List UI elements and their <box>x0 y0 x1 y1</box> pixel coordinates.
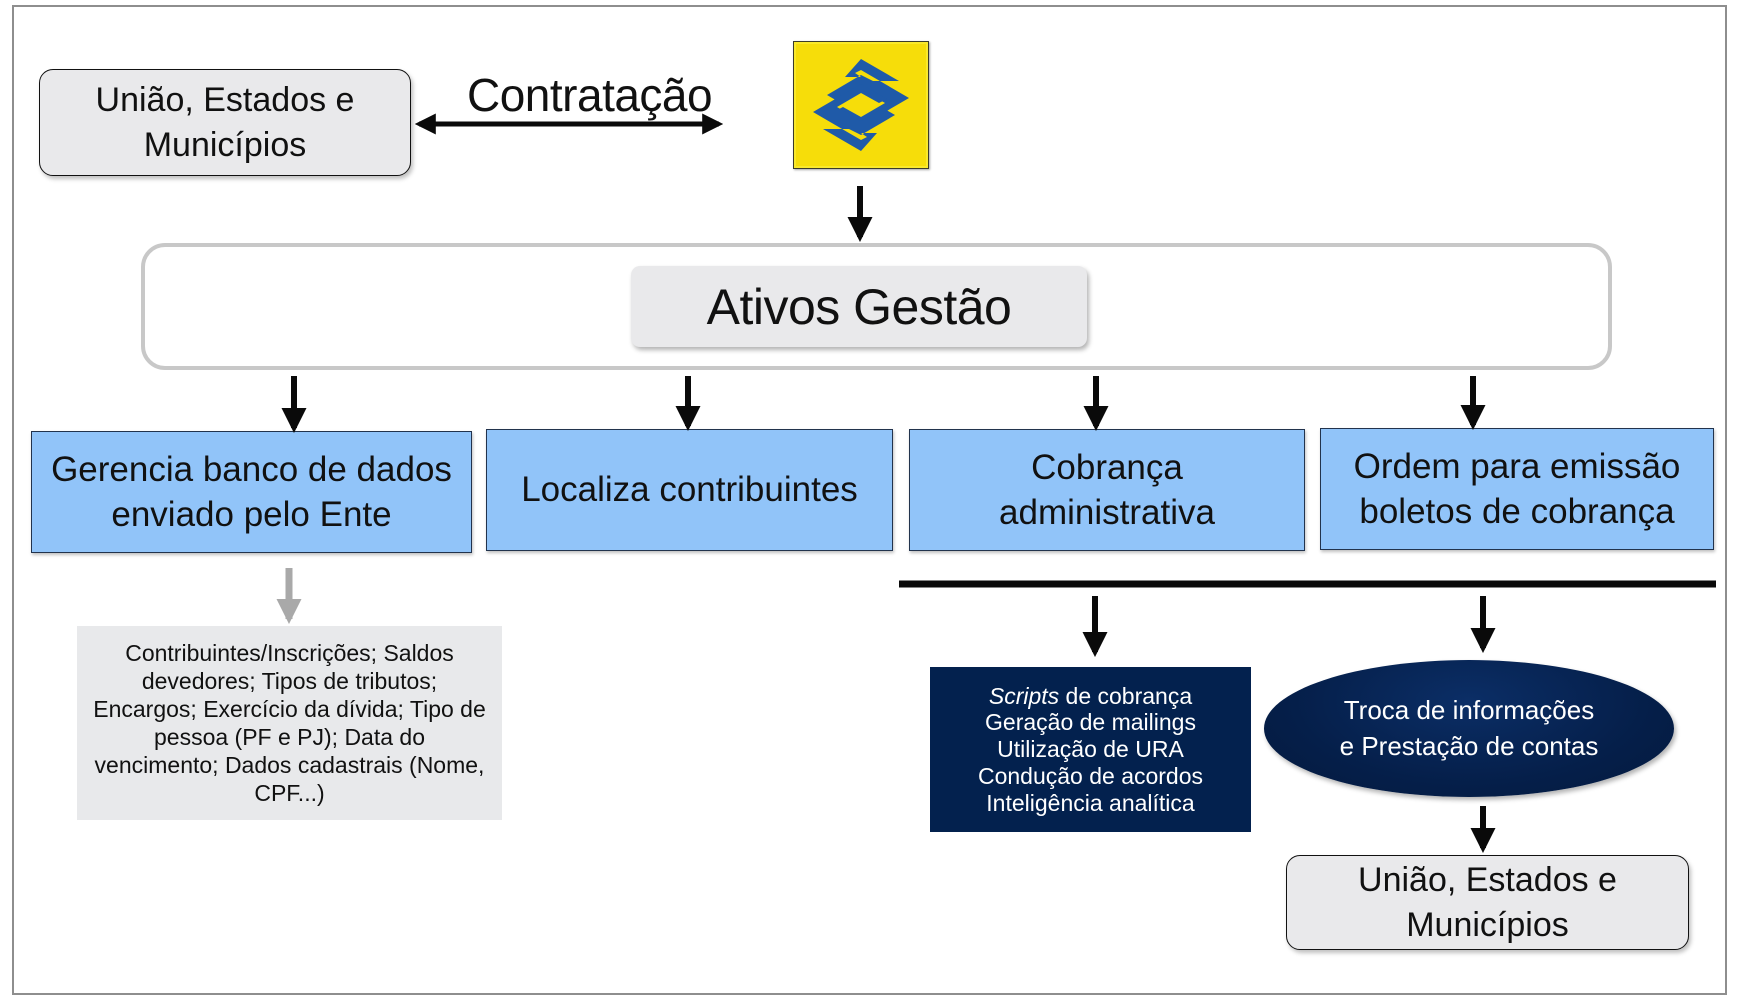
function-box-collection: Cobrança administrativa <box>909 429 1305 551</box>
reporting-oval: Troca de informações e Prestação de cont… <box>1264 660 1674 797</box>
function-box-locate: Localiza contribuintes <box>486 429 893 551</box>
function-label-collection: Cobrança administrativa <box>999 447 1215 533</box>
ativos-gestao-box: Ativos Gestão <box>631 266 1087 347</box>
collection-activity-item: Inteligência analítica <box>986 789 1195 816</box>
collection-activities-box: Scripts de cobrança Geração de mailings … <box>930 667 1251 832</box>
collection-activity-item: Condução de acordos <box>977 762 1204 789</box>
entity-label-top: União, Estados e Municípios <box>95 81 355 164</box>
collection-activity-rest: de cobrança <box>1059 682 1193 709</box>
relation-label: Contratação <box>467 69 713 121</box>
collection-activity-emphasis: Scripts <box>988 682 1060 709</box>
reporting-line-2: e Prestação de contas <box>1339 730 1599 761</box>
database-details-box: Contribuintes/Inscrições; Saldos devedor… <box>77 626 502 820</box>
function-label-database: Gerencia banco de dados enviado pelo Ent… <box>51 449 452 535</box>
function-label-billing: Ordem para emissão boletos de cobrança <box>1353 446 1681 532</box>
ativos-gestao-title: Ativos Gestão <box>706 278 1012 335</box>
function-box-billing: Ordem para emissão boletos de cobrança <box>1320 428 1714 550</box>
collection-activity-item: Utilização de URA <box>997 736 1184 763</box>
bank-logo <box>793 41 929 169</box>
entity-label-bottom: União, Estados e Municípios <box>1358 861 1617 944</box>
collection-activity-item: Geração de mailings <box>985 709 1196 736</box>
database-details-text: Contribuintes/Inscrições; Saldos devedor… <box>93 639 486 807</box>
entity-box-top: União, Estados e Municípios <box>39 69 411 176</box>
collection-activity-item: Scripts de cobrança <box>989 683 1192 710</box>
entity-box-bottom: União, Estados e Municípios <box>1286 855 1689 950</box>
function-box-database: Gerencia banco de dados enviado pelo Ent… <box>31 431 472 553</box>
function-label-locate: Localiza contribuintes <box>521 470 858 510</box>
reporting-line-1: Troca de informações <box>1343 695 1595 726</box>
banco-do-brasil-logo-icon <box>813 59 909 151</box>
